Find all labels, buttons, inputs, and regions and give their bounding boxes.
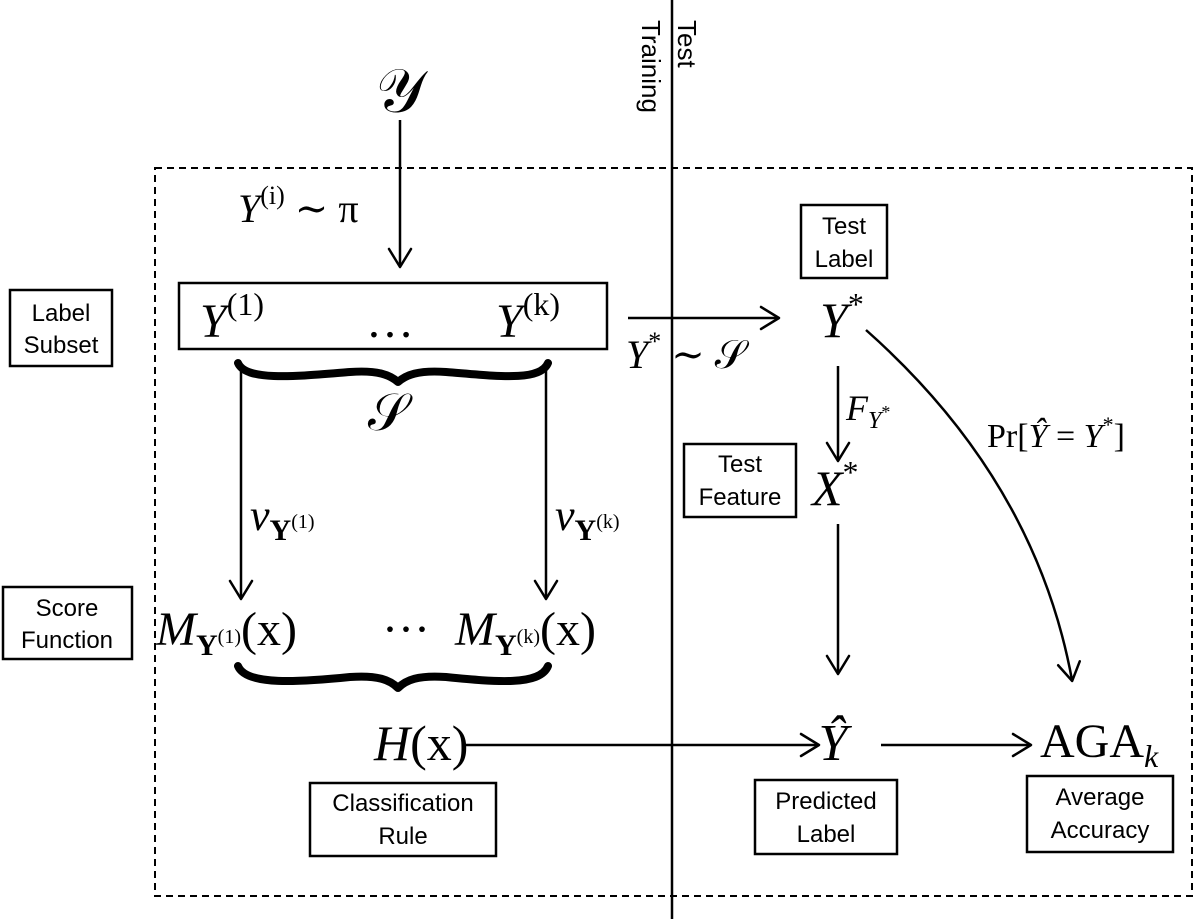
label-subset-box xyxy=(177,281,609,351)
svg-text:Test: Test xyxy=(822,213,866,240)
rule-label: H(x) xyxy=(373,715,468,771)
score-brace xyxy=(234,662,552,692)
average-accuracy-annotation: Average Accuracy xyxy=(1025,774,1175,854)
prediction-symbol: Ŷ xyxy=(819,714,853,772)
svg-text:Label: Label xyxy=(797,821,856,848)
test-label: Test xyxy=(672,20,702,68)
training-label: Training xyxy=(636,20,666,113)
subset-brace xyxy=(234,359,552,386)
score-dots: ··· xyxy=(382,603,430,656)
feature-dist-label: FY* xyxy=(845,388,890,434)
svg-text:Predicted: Predicted xyxy=(775,788,876,815)
svg-text:Test: Test xyxy=(718,451,762,478)
svg-text:Label: Label xyxy=(815,246,874,273)
accuracy-prob-label: Pr[Ŷ = Y*] xyxy=(987,412,1125,455)
svg-text:Classification: Classification xyxy=(332,790,473,817)
test-sampling-label: Y* ∼ 𝒮 xyxy=(626,327,750,377)
nu-first-label: νY(1) xyxy=(250,491,315,547)
svg-text:Rule: Rule xyxy=(378,823,427,850)
dashed-frame xyxy=(154,167,1193,897)
score-function-annotation: Score Function xyxy=(1,585,134,661)
svg-text:Label: Label xyxy=(32,300,91,327)
classification-rule-annotation: Classification Rule xyxy=(308,781,498,858)
test-feature-symbol: X* xyxy=(810,454,859,516)
test-feature-annotation: Test Feature xyxy=(682,442,798,519)
predicted-label-annotation: Predicted Label xyxy=(753,778,899,856)
test-label-symbol: Y* xyxy=(820,286,864,348)
subset-first-label: Y(1) xyxy=(200,286,264,348)
score-first-label: MY(1)(x) xyxy=(155,603,297,662)
sampling-label: Y(i) ∼ π xyxy=(238,181,359,231)
svg-text:Average: Average xyxy=(1056,784,1145,811)
svg-text:Score: Score xyxy=(36,595,99,622)
svg-text:Function: Function xyxy=(21,627,113,654)
test-label-annotation: Test Label xyxy=(799,203,889,280)
svg-text:Accuracy: Accuracy xyxy=(1051,817,1150,844)
subset-dots: … xyxy=(366,295,414,348)
aga-symbol: AGAk xyxy=(1040,715,1159,774)
svg-text:Feature: Feature xyxy=(699,484,782,511)
accuracy-prob-arrow xyxy=(865,329,1081,683)
subset-last-label: Y(k) xyxy=(496,286,560,348)
score-last-label: MY(k)(x) xyxy=(454,603,596,662)
nu-last-label: νY(k) xyxy=(555,491,620,547)
subset-symbol: 𝒮 xyxy=(368,385,413,442)
label-subset-annotation: Label Subset xyxy=(8,288,114,368)
svg-text:Subset: Subset xyxy=(24,332,99,359)
label-space-symbol: 𝒴 xyxy=(376,58,429,126)
